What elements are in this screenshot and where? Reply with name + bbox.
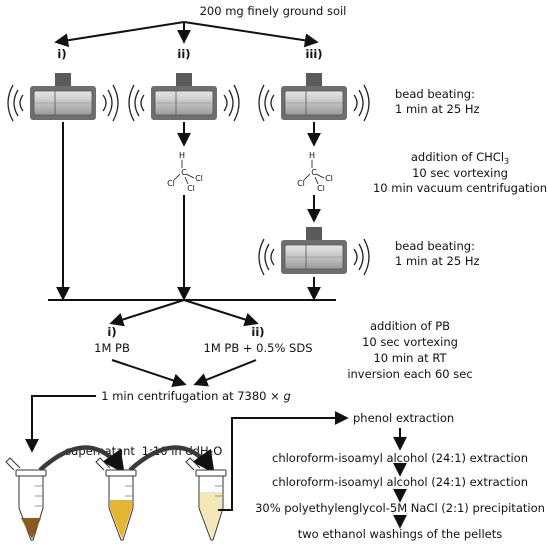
title: 200 mg finely ground soil [200, 4, 347, 18]
svg-text:Cl: Cl [297, 179, 305, 188]
transfer-arrow-2 [128, 445, 215, 474]
pb-addition-vortex: 10 sec vortexing [362, 335, 458, 349]
svg-text:H: H [179, 151, 185, 160]
transfer-arrow-1 [38, 445, 125, 474]
bead-beating-1-title: bead beating: [395, 87, 475, 101]
bead-beating-2-title: bead beating: [395, 239, 475, 253]
extraction-step-2: chloroform-isoamyl alcohol (24:1) extrac… [272, 451, 528, 465]
svg-text:C: C [311, 168, 317, 177]
centrifugation-step: 1 min centrifugation at 7380 × g [101, 389, 291, 403]
extraction-step-1: phenol extraction [353, 411, 454, 425]
svg-text:Cl: Cl [167, 179, 175, 188]
bead-beater-icon-iii [258, 72, 370, 122]
branch-label-iii: iii) [305, 47, 322, 61]
pb-option-ii-text: 1M PB + 0.5% SDS [204, 341, 313, 355]
svg-text:Cl: Cl [325, 174, 333, 183]
svg-text:Cl: Cl [187, 184, 195, 193]
branch-label-ii: ii) [177, 47, 190, 61]
chcl3-step-title: addition of CHCl3 [411, 150, 509, 166]
top-branch-arrows [54, 21, 319, 48]
chcl3-step-centrifuge: 10 min vacuum centrifugation [373, 181, 547, 195]
extraction-step-5: two ethanol washings of the pellets [298, 527, 502, 541]
to-extraction-arrow [218, 411, 349, 511]
bead-beating-1-condition: 1 min at 25 Hz [395, 102, 480, 116]
chcl3-step-vortex: 10 sec vortexing [412, 166, 508, 180]
to-tube-arrow [25, 395, 96, 453]
tube-soil-extract [5, 457, 47, 541]
pb-addition-title: addition of PB [370, 319, 450, 333]
pb-option-i-text: 1M PB [94, 341, 130, 355]
bead-beater-icon-second [258, 226, 370, 276]
flow-lines [48, 122, 336, 388]
pb-option-i-label: i) [107, 325, 116, 339]
svg-text:Cl: Cl [195, 174, 203, 183]
svg-text:Cl: Cl [317, 184, 325, 193]
tube-diluted [185, 457, 227, 541]
pb-addition-inversion: inversion each 60 sec [347, 367, 472, 381]
svg-text:H: H [309, 151, 315, 160]
tube-supernatant [95, 457, 137, 541]
extraction-step-4: 30% polyethylenglycol-5M NaCl (2:1) prec… [255, 501, 545, 515]
chloroform-molecule-iii: H C Cl Cl Cl [297, 151, 333, 193]
svg-text:C: C [181, 168, 187, 177]
branch-label-i: i) [57, 47, 66, 61]
pb-addition-rt: 10 min at RT [373, 351, 447, 365]
bead-beater-icon-ii [128, 72, 240, 122]
bead-beating-2-condition: 1 min at 25 Hz [395, 254, 480, 268]
chloroform-molecule-ii: H C Cl Cl Cl [167, 151, 203, 193]
extraction-step-3: chloroform-isoamyl alcohol (24:1) extrac… [272, 475, 528, 489]
pb-option-ii-label: ii) [251, 325, 264, 339]
bead-beater-icon-i [7, 72, 119, 122]
